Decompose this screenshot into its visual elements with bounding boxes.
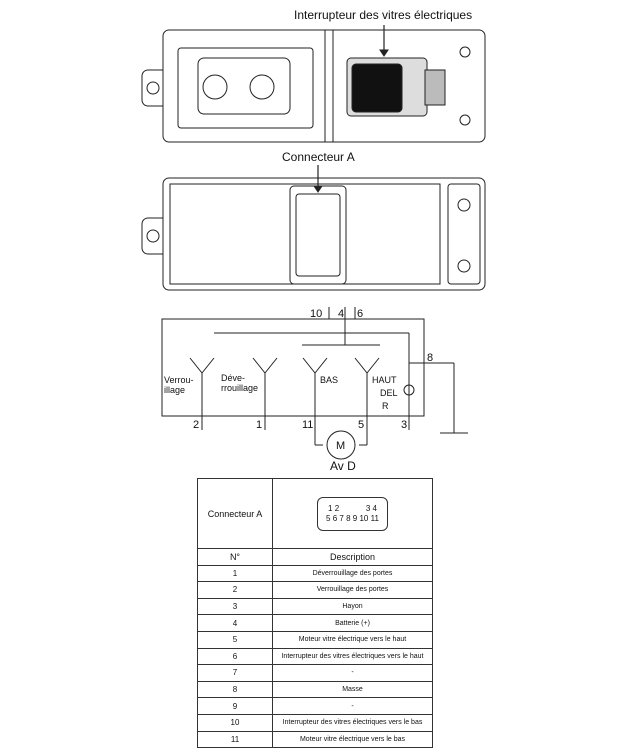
pin-number: 11 <box>197 730 273 748</box>
pin-4: 4 <box>338 308 344 320</box>
pin-10: 10 <box>310 308 322 320</box>
switch-down: BAS <box>320 375 338 385</box>
pin-number: 2 <box>197 581 273 599</box>
motor-symbol: M <box>336 440 345 452</box>
pin-description: Batterie (+) <box>272 614 433 632</box>
pin-description: Déverrouillage des portes <box>272 564 433 583</box>
switch-unlock-2: rrouillage <box>221 383 258 393</box>
pin-number: 8 <box>197 680 273 699</box>
header-no: N° <box>197 548 273 566</box>
pin-description: Interrupteur des vitres électriques vers… <box>272 713 433 732</box>
pin-description: Moteur vitre électrique vers le haut <box>272 630 433 649</box>
table-row: 7- <box>197 664 433 682</box>
pin-number: 5 <box>197 630 273 649</box>
pin-1: 1 <box>256 419 262 431</box>
pin-number: 1 <box>197 564 273 583</box>
header-desc: Description <box>272 548 433 566</box>
pin-6: 6 <box>357 308 363 320</box>
pin: 2 <box>334 503 340 513</box>
switch-up-2: DEL <box>380 388 398 398</box>
pin-8: 8 <box>427 352 433 364</box>
pin-description: Verrouillage des portes <box>272 581 433 599</box>
pin-number: 3 <box>197 597 273 616</box>
pin-number: 4 <box>197 614 273 632</box>
connector-name: Connecteur A <box>197 478 273 549</box>
circuit-diagram <box>161 307 468 460</box>
pin-11: 11 <box>302 419 313 431</box>
pin-number: 9 <box>197 697 273 715</box>
switch-panel-bottom <box>141 165 486 291</box>
pin: 8 <box>346 513 351 523</box>
pin-number: 10 <box>197 713 273 732</box>
pin-description: - <box>272 697 433 715</box>
switch-lock-2: illage <box>164 385 185 395</box>
pin-table: Connecteur A 1 2 3 4 5 6 7 8 9 10 11 N°D… <box>197 478 433 748</box>
pin: 4 <box>372 503 377 513</box>
connector-drawing: 1 2 3 4 5 6 7 8 9 10 11 <box>272 478 433 549</box>
switch-unlock: Déve- <box>221 373 245 383</box>
pin-number: 6 <box>197 647 273 666</box>
switch-label: Interrupteur des vitres électriques <box>294 8 473 22</box>
pin-description: Masse <box>272 680 433 699</box>
motor-label: Av D <box>330 459 356 473</box>
pin-2: 2 <box>193 419 199 431</box>
table-row: 9- <box>197 697 433 715</box>
pin-5: 5 <box>358 419 364 431</box>
connector-label: Connecteur A <box>282 150 355 164</box>
pin: 1 <box>328 503 333 513</box>
pin-description: Moteur vitre électrique vers le bas <box>272 730 433 748</box>
pin: 7 <box>339 513 344 523</box>
switch-up: HAUT <box>372 375 397 385</box>
pin: 9 <box>352 513 358 523</box>
pin-description: Interrupteur des vitres électriques vers… <box>272 647 433 666</box>
pin-description: Hayon <box>272 597 433 616</box>
pin-number: 7 <box>197 664 273 682</box>
switch-panel-top <box>141 25 486 143</box>
pin: 11 <box>370 513 379 523</box>
pin: 6 <box>332 513 338 523</box>
pin-description: - <box>272 664 433 682</box>
switch-lock: Verrou- <box>164 375 194 385</box>
pin-3: 3 <box>401 419 407 431</box>
pin: 5 <box>326 513 331 523</box>
pin: 3 <box>365 503 371 513</box>
switch-up-3: R <box>382 401 389 411</box>
pin: 10 <box>359 513 369 523</box>
